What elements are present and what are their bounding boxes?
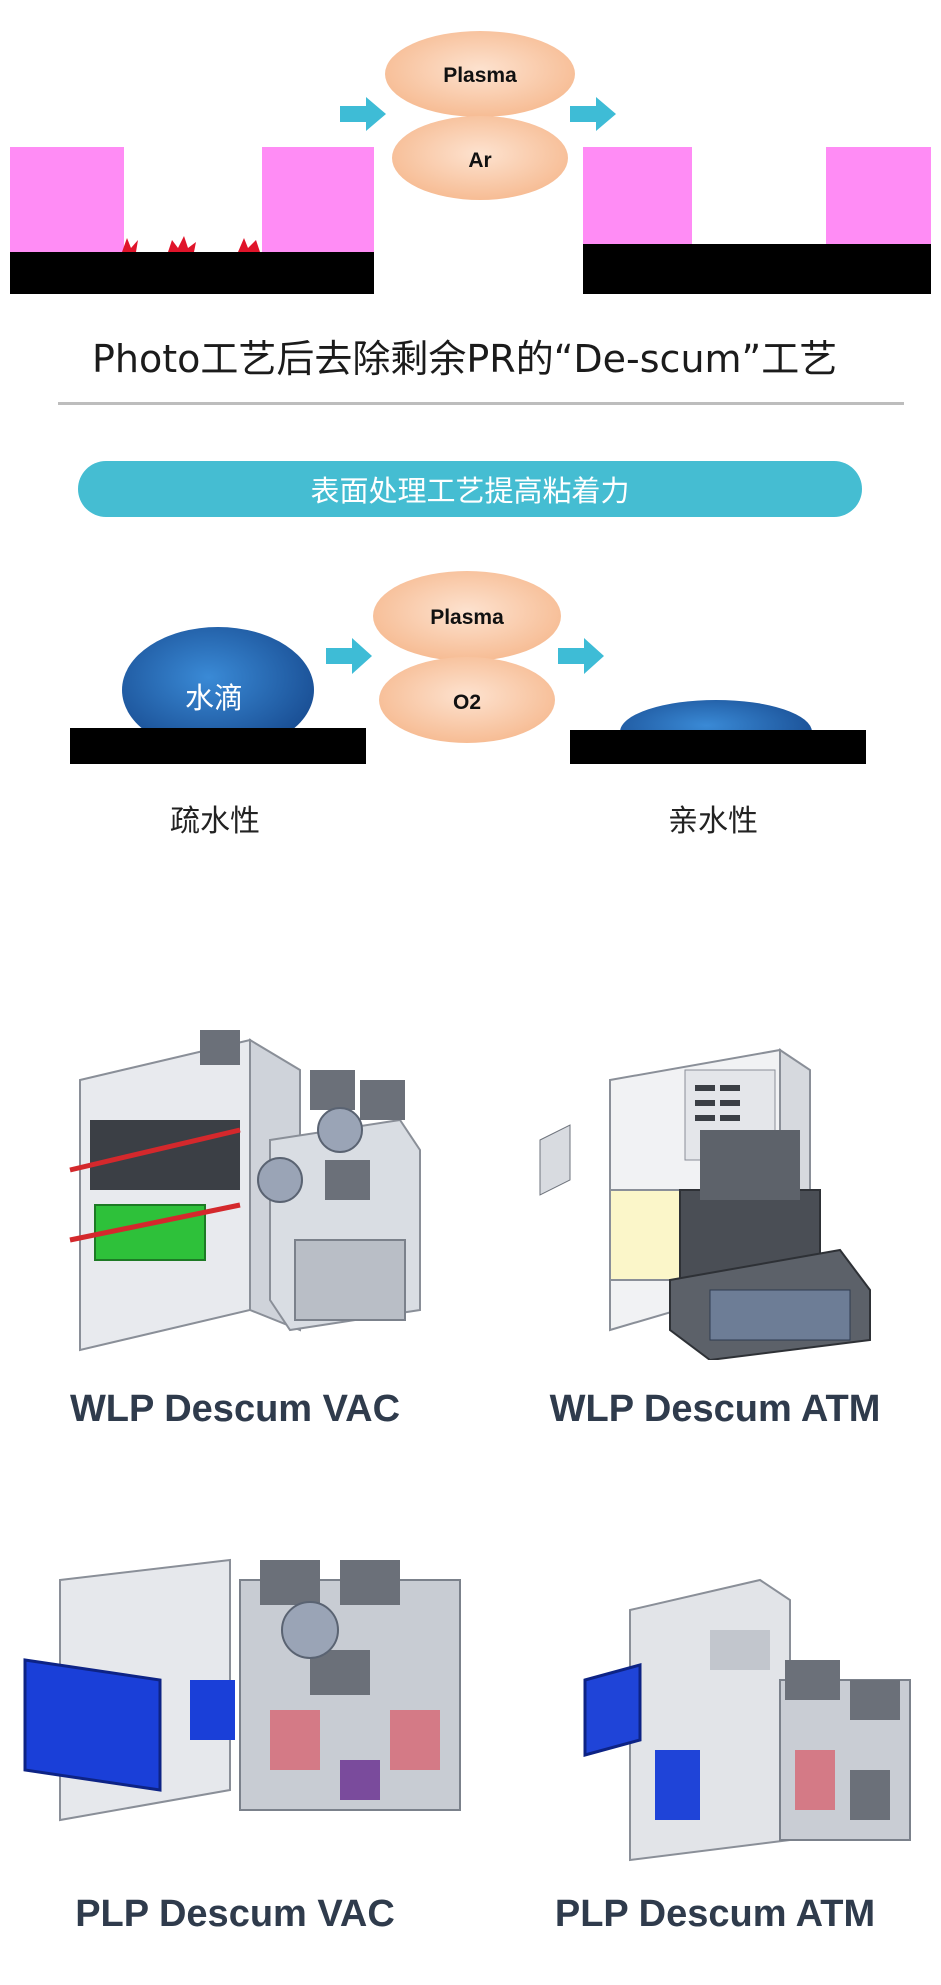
plasma-ellipse: [385, 31, 575, 117]
wlp-descum-vac-machine: [69, 1030, 421, 1352]
plasma-ellipse: [373, 571, 561, 661]
plp-descum-atm-machine: [583, 1578, 911, 1862]
left-substrate: [10, 252, 374, 294]
ar-ellipse: [392, 116, 568, 200]
o2-label: O2: [453, 691, 481, 714]
surface-treatment-diagram: Plasma O2: [70, 571, 866, 764]
machine-title-wlp-atm: WLP Descum ATM: [549, 1388, 881, 1430]
descum-caption: Photo工艺后去除剩余PR的“De-scum”工艺: [92, 337, 838, 381]
pr-residue: [122, 236, 260, 252]
arrow-right-icon: [558, 638, 604, 674]
right-pr-block-1: [583, 147, 692, 244]
left-pr-block-2: [262, 147, 374, 252]
ar-label: Ar: [468, 149, 491, 172]
machine-title-plp-vac: PLP Descum VAC: [75, 1893, 395, 1935]
machine-title-plp-atm: PLP Descum ATM: [554, 1893, 876, 1935]
o2-ellipse: [379, 657, 555, 743]
plasma-label: Plasma: [430, 606, 504, 629]
descum-diagram: Plasma Ar: [10, 31, 931, 294]
droplet-label: 水滴: [185, 681, 244, 715]
arrow-right-icon: [340, 97, 386, 131]
water-droplet: [122, 627, 314, 753]
right-substrate: [583, 244, 931, 294]
hydrophobic-label: 疏水性: [170, 804, 260, 839]
plp-descum-vac-machine: [23, 1558, 461, 1822]
surface-treatment-banner: 表面处理工艺提高粘着力: [78, 461, 862, 517]
plasma-label: Plasma: [443, 64, 517, 87]
hydrophilic-label: 亲水性: [668, 804, 758, 839]
arrow-right-icon: [570, 97, 616, 131]
wlp-descum-atm-machine: [539, 1048, 871, 1360]
arrow-right-icon: [326, 638, 372, 674]
machine-title-wlp-vac: WLP Descum VAC: [69, 1388, 401, 1430]
hydrophilic-substrate: [570, 730, 866, 764]
hydrophobic-substrate: [70, 728, 366, 764]
section-divider: [58, 402, 904, 405]
left-pr-block-1: [10, 147, 124, 252]
right-pr-block-2: [826, 147, 931, 244]
